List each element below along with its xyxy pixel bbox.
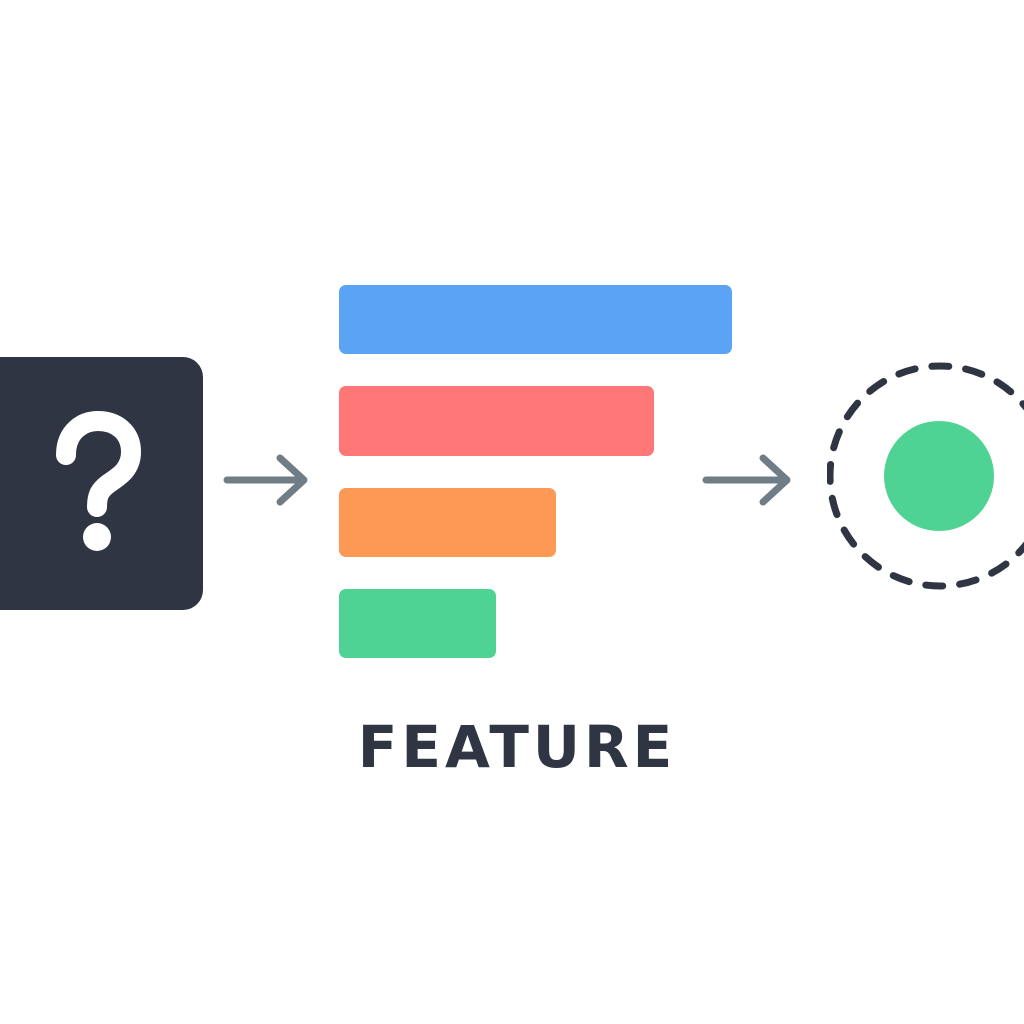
arrow-right-icon [702,454,791,506]
feature-bar-2 [339,386,654,456]
feature-bar-3 [339,488,556,557]
question-mark-icon [56,411,141,551]
feature-bar-1 [339,285,732,354]
question-mark-box [0,357,203,610]
feature-label: FEATURE [357,713,677,781]
target-dot [884,421,994,531]
arrow-right-icon [223,454,308,506]
dashed-target-circle-icon [827,362,1024,590]
feature-bar-4 [339,589,496,658]
